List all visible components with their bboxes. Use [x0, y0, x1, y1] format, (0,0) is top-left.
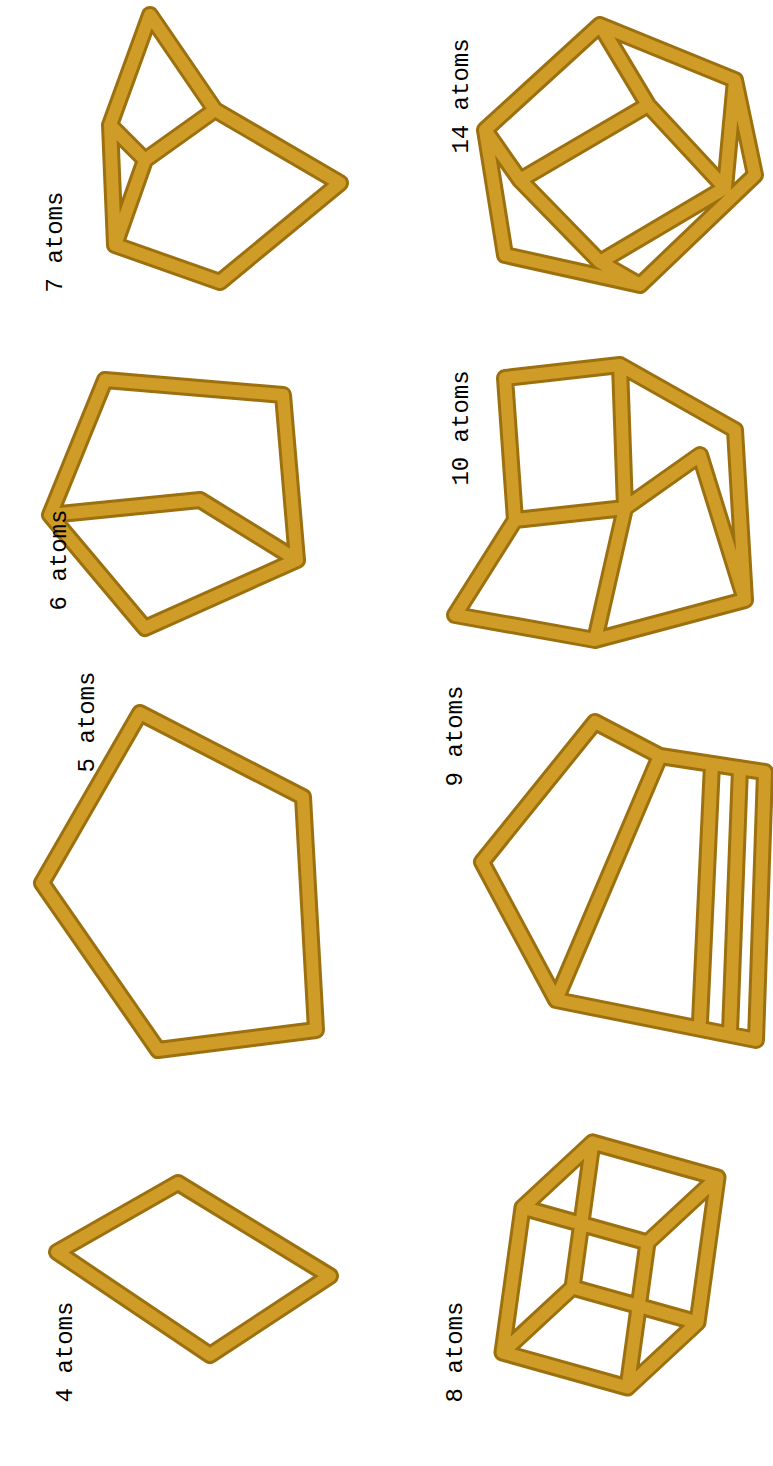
atom-count-label: 7 atoms: [42, 192, 70, 293]
atom-count-label: 4 atoms: [52, 1302, 80, 1403]
atom-count-label: 5 atoms: [74, 672, 102, 773]
tube-body: [42, 15, 765, 1388]
tube-shadow: [42, 15, 765, 1388]
atom-count-label: 8 atoms: [442, 1302, 470, 1403]
atom-count-label: 14 atoms: [448, 38, 476, 153]
atom-count-label: 10 atoms: [448, 370, 476, 485]
atom-count-label: 9 atoms: [442, 686, 470, 787]
atom-count-label: 6 atoms: [46, 510, 74, 611]
